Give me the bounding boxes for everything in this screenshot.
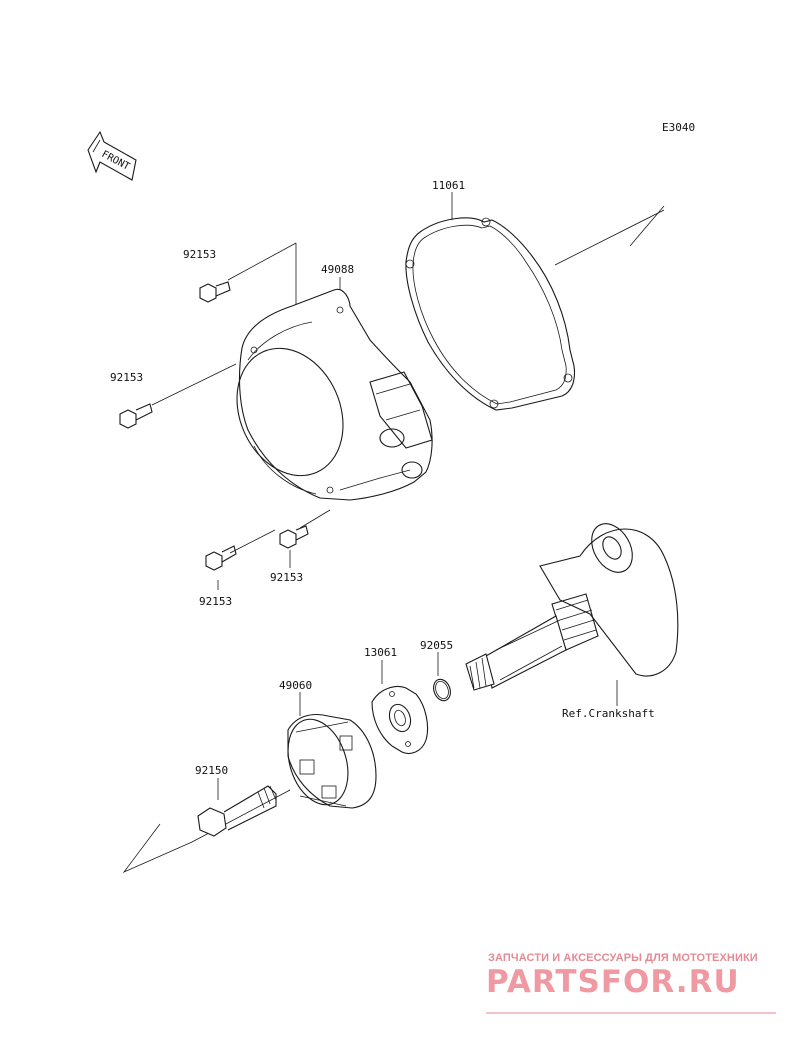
generator-cover-49088 [236,288,433,501]
diagram-code: E3040 [662,121,696,134]
callout-92153-bottom-right: 92153 [270,571,304,584]
gasket-11061 [405,217,576,411]
watermark-brand: PARTSFOR.RU [486,964,740,1000]
oring-92055 [433,678,451,702]
plate-13061 [371,685,429,755]
rotor-bolt-92150 [197,785,277,837]
watermark-logo [486,1012,776,1014]
callout-92153-bottom-left: 92153 [199,595,233,608]
callout-92055: 92055 [420,639,454,652]
callout-49088: 49088 [321,263,355,276]
bolt-92153-bottom-left [205,545,237,571]
callout-92153-left: 92153 [110,371,144,384]
callout-ref-crankshaft: Ref.Crankshaft [562,707,655,720]
rotor-49060 [287,713,377,809]
callout-92153-top: 92153 [183,248,217,261]
watermark-subtitle: ЗАПЧАСТИ И АКСЕССУАРЫ ДЛЯ МОТОТЕХНИКИ [488,952,758,964]
crankshaft-ref [465,523,679,691]
front-arrow-icon: FRONT [87,130,137,181]
bolt-92153-top [199,281,231,303]
callout-92150: 92150 [195,764,229,777]
bolt-92153-left [119,403,153,429]
leader-lines [122,192,665,873]
callout-49060: 49060 [279,679,313,692]
callout-13061: 13061 [364,646,398,659]
callout-11061: 11061 [432,179,466,192]
bolt-92153-bottom-right [279,525,309,549]
